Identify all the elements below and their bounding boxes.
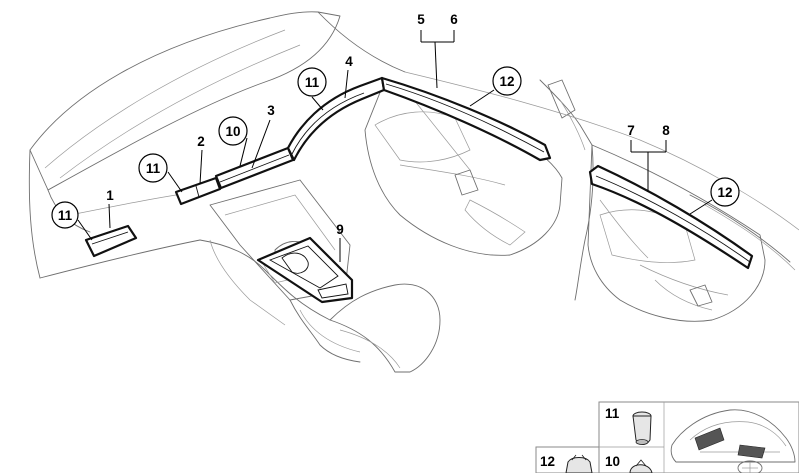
callout-circle-12a	[492, 66, 522, 96]
clip-12-icon	[565, 454, 593, 473]
leader-lines	[77, 30, 713, 262]
callout-11b: 11	[146, 161, 161, 176]
car-thumbnail-icon	[670, 409, 796, 473]
callout-11a: 11	[58, 208, 73, 223]
trim-part-9	[256, 236, 354, 304]
trim-part-2	[174, 176, 222, 206]
callout-7: 7	[627, 123, 635, 138]
legend-label-10: 10	[605, 454, 620, 469]
callout-circle-11c	[297, 67, 327, 97]
legend-label-11: 11	[605, 406, 620, 421]
callout-10: 10	[225, 124, 240, 139]
interior-outline	[28, 11, 799, 373]
callout-3: 3	[267, 103, 275, 118]
callout-11c: 11	[305, 75, 320, 90]
callout-5: 5	[417, 12, 425, 27]
callout-9: 9	[336, 222, 344, 237]
callout-12b: 12	[717, 185, 732, 200]
trim-part-3	[214, 146, 295, 190]
callout-circle-10	[218, 116, 248, 146]
callout-2: 2	[197, 134, 205, 149]
callout-1: 1	[106, 188, 114, 203]
callout-circle-11a	[51, 201, 79, 229]
callouts: 1 11 2 11 10 3 11 4 5 6 12 7 8 12 9	[51, 12, 740, 237]
callout-4: 4	[345, 54, 353, 69]
clip-11-icon	[632, 411, 652, 445]
callout-6: 6	[450, 12, 458, 27]
callout-circle-12b	[710, 177, 740, 207]
callout-8: 8	[662, 123, 670, 138]
trim-pieces	[84, 76, 754, 304]
callout-circle-11b	[138, 153, 168, 183]
trim-part-5-6	[380, 76, 552, 162]
callout-12a: 12	[499, 74, 514, 89]
legend: 11 12 10	[535, 401, 799, 473]
legend-label-12: 12	[540, 454, 555, 469]
trim-part-1	[84, 224, 138, 258]
